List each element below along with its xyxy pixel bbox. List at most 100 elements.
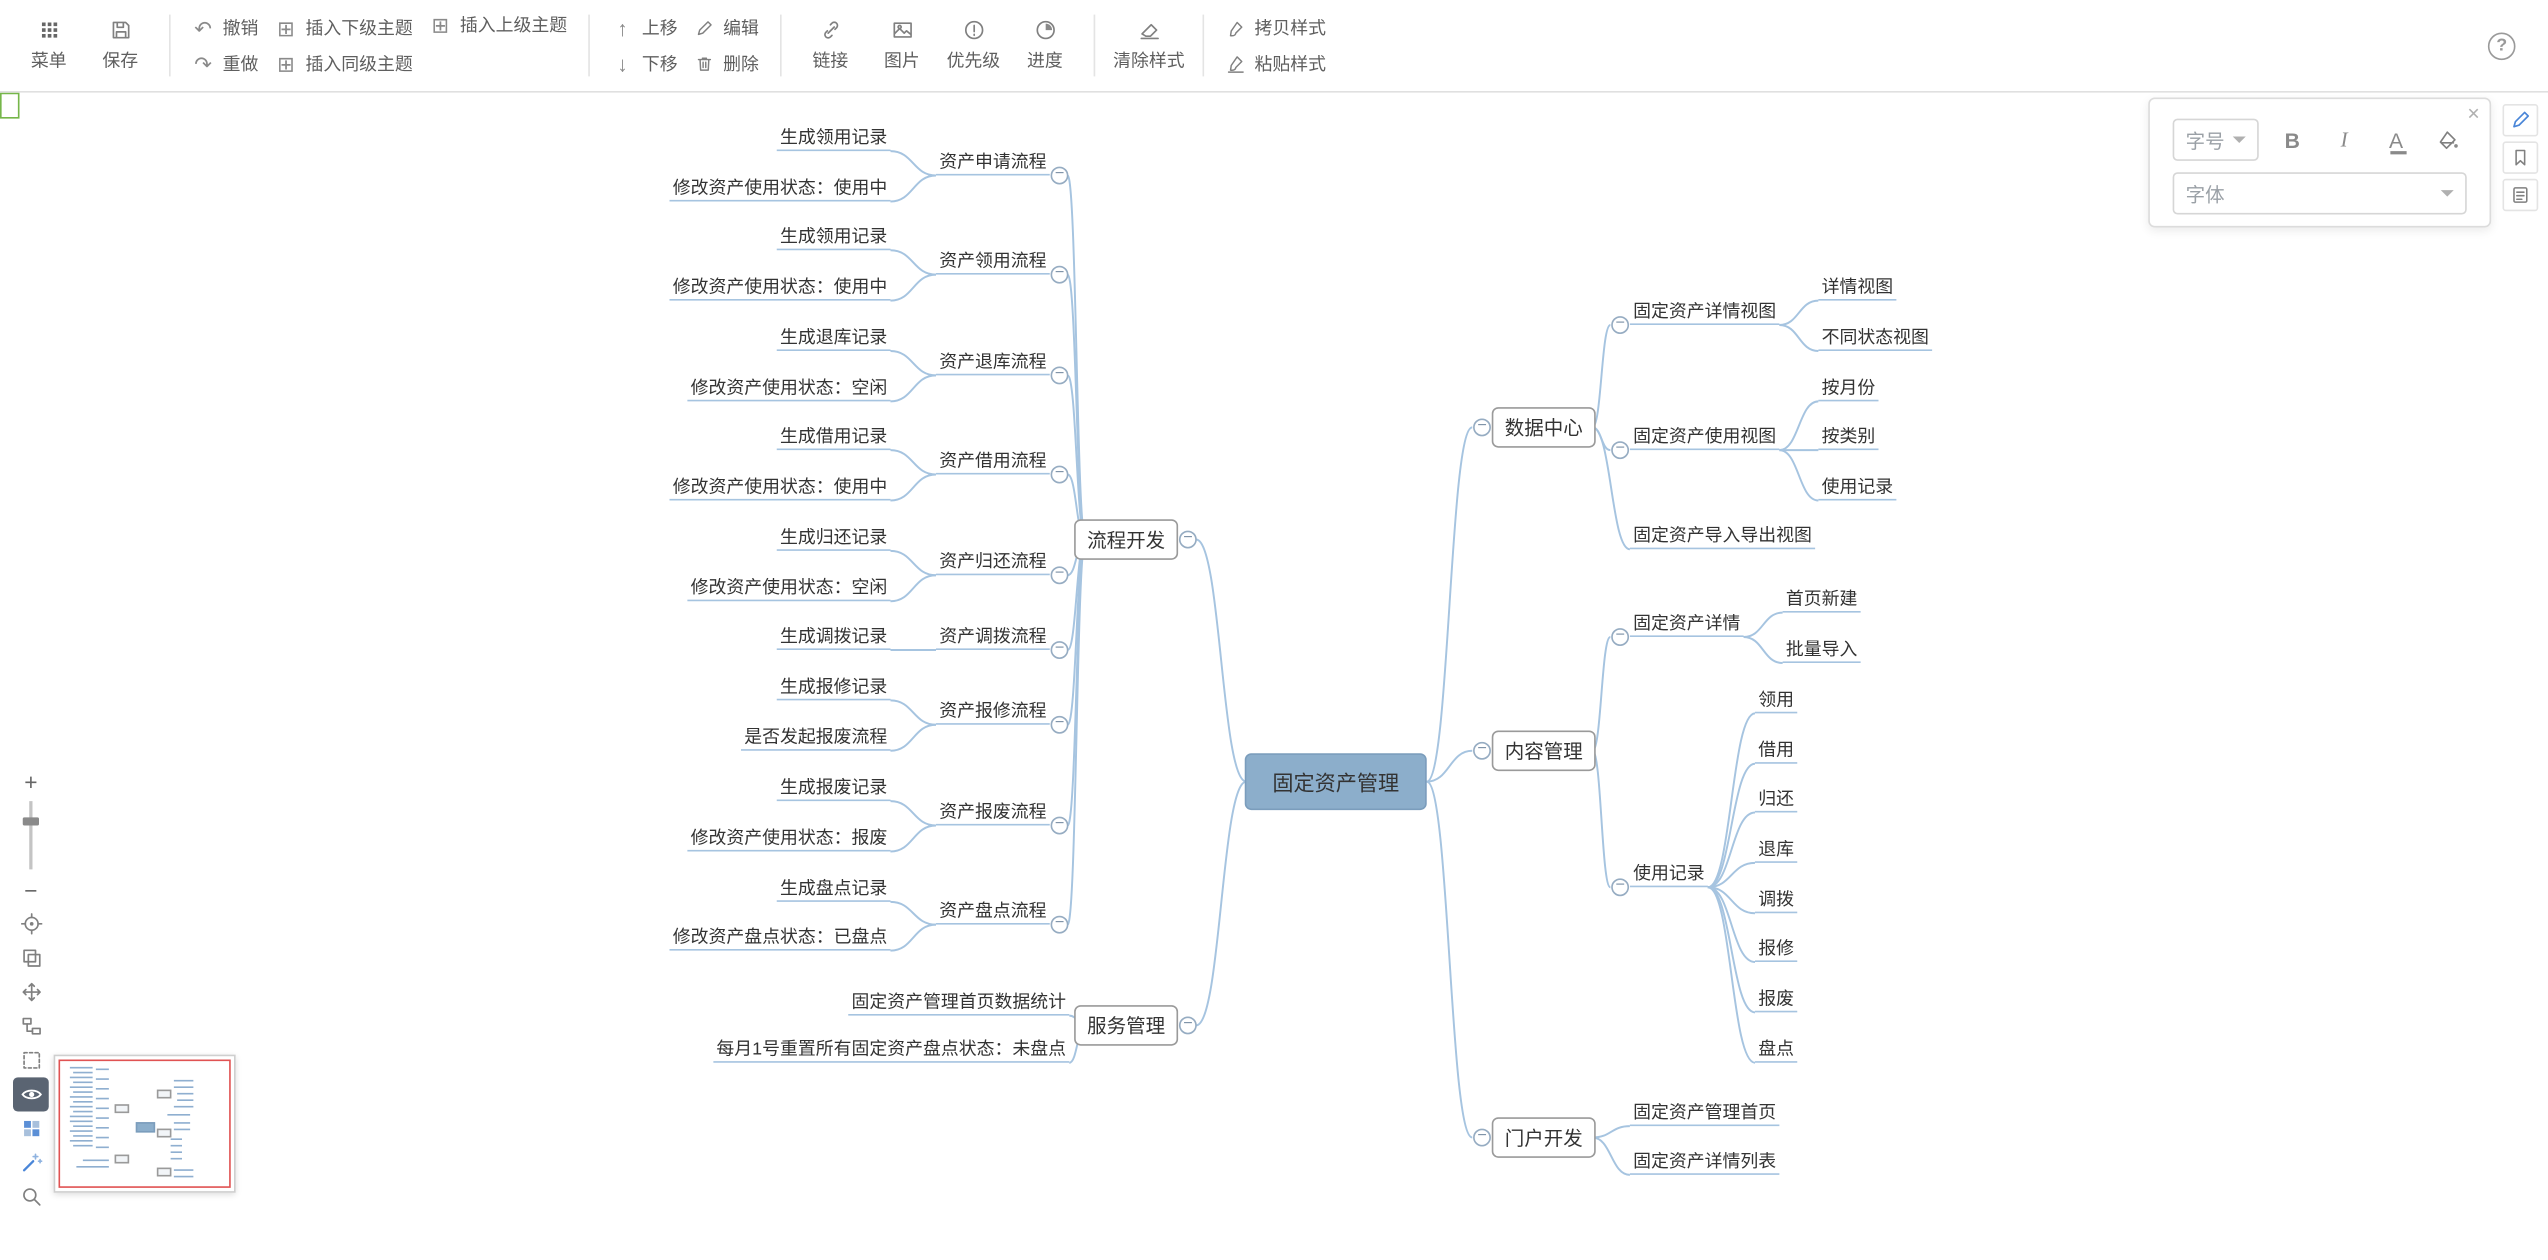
mindmap-topic[interactable]: 首页新建	[1782, 588, 1861, 613]
mindmap-topic[interactable]: 固定资产导入导出视图	[1629, 525, 1816, 550]
copy-style-button[interactable]: 拷贝样式	[1225, 13, 1326, 42]
zoom-slider[interactable]	[13, 798, 49, 873]
mindmap-topic[interactable]: 生成领用记录	[776, 127, 891, 152]
delete-button[interactable]: 删除	[694, 49, 759, 78]
mindmap-topic[interactable]: 使用记录	[1818, 476, 1897, 501]
mindmap-topic[interactable]: 固定资产详情视图	[1629, 301, 1780, 325]
font-family-select[interactable]: 字体	[2172, 172, 2467, 215]
insert-parent-button[interactable]: ⊞ 插入上级主题	[429, 10, 568, 39]
mindmap-topic[interactable]: 资产调拨流程	[936, 626, 1050, 650]
collapse-expander-icon[interactable]: −	[1050, 915, 1069, 934]
insert-child-button[interactable]: ⊞ 插入下级主题	[275, 13, 413, 42]
mindmap-topic[interactable]: 资产退库流程	[936, 351, 1050, 376]
mindmap-topic[interactable]: 修改资产使用状态：空闲	[687, 377, 891, 402]
font-color-button[interactable]: A	[2377, 120, 2414, 159]
redo-button[interactable]: ↷ 重做	[192, 49, 258, 78]
notes-button[interactable]	[2502, 178, 2539, 212]
help-button[interactable]: ?	[2487, 31, 2516, 60]
mindmap-topic[interactable]: 固定资产管理首页数据统计	[848, 991, 1070, 1016]
collapse-expander-icon[interactable]: −	[1178, 530, 1197, 549]
mindmap-branch-topic[interactable]: 门户开发	[1491, 1117, 1596, 1158]
collapse-expander-icon[interactable]: −	[1050, 816, 1069, 835]
mindmap-topic[interactable]: 资产归还流程	[936, 551, 1050, 576]
mindmap-topic[interactable]: 使用记录	[1629, 863, 1708, 888]
image-button[interactable]: 图片	[866, 3, 938, 88]
collapse-expander-icon[interactable]: −	[1611, 315, 1630, 334]
magic-wand-button[interactable]	[13, 1146, 49, 1180]
zoom-in-button[interactable]: +	[13, 764, 49, 798]
save-button[interactable]: 保存	[85, 3, 157, 88]
font-size-select[interactable]: 字号	[2172, 118, 2259, 161]
mindmap-topic[interactable]: 修改资产盘点状态：已盘点	[669, 926, 891, 951]
collapse-expander-icon[interactable]: −	[1050, 465, 1069, 484]
theme-button[interactable]	[13, 1112, 49, 1146]
mindmap-topic[interactable]: 资产申请流程	[936, 151, 1050, 176]
mindmap-topic[interactable]: 固定资产管理首页	[1629, 1102, 1780, 1127]
mindmap-topic[interactable]: 归还	[1755, 788, 1798, 813]
collapse-expander-icon[interactable]: −	[1473, 418, 1491, 437]
mindmap-topic[interactable]: 固定资产详情列表	[1629, 1151, 1780, 1175]
collapse-expander-icon[interactable]: −	[1611, 627, 1630, 646]
mindmap-topic[interactable]: 报修	[1755, 938, 1798, 962]
mindmap-topic[interactable]: 资产盘点流程	[936, 900, 1050, 925]
collapse-expander-icon[interactable]: −	[1050, 715, 1069, 734]
mindmap-topic[interactable]: 资产报修流程	[936, 700, 1050, 725]
mindmap-topic[interactable]: 生成退库记录	[776, 327, 891, 351]
annotate-pen-button[interactable]	[2502, 104, 2539, 137]
collapse-expander-icon[interactable]: −	[1473, 741, 1491, 760]
drag-mode-button[interactable]	[13, 975, 49, 1009]
move-down-button[interactable]: ↓ 下移	[611, 49, 678, 78]
progress-button[interactable]: 进度	[1009, 3, 1081, 88]
mindmap-topic[interactable]: 领用	[1755, 689, 1798, 714]
mindmap-topic[interactable]: 退库	[1755, 839, 1798, 863]
mindmap-topic[interactable]: 生成盘点记录	[776, 878, 891, 902]
italic-button[interactable]: I	[2326, 120, 2363, 159]
locate-center-button[interactable]	[13, 907, 49, 941]
search-button[interactable]	[13, 1180, 49, 1214]
mindmap-topic[interactable]: 借用	[1755, 739, 1798, 764]
collapse-expander-icon[interactable]: −	[1050, 566, 1069, 585]
mindmap-topic[interactable]: 修改资产使用状态：空闲	[687, 577, 891, 602]
collapse-expander-icon[interactable]: −	[1178, 1016, 1197, 1035]
mindmap-topic[interactable]: 每月1号重置所有固定资产盘点状态：未盘点	[713, 1038, 1070, 1063]
close-icon[interactable]: ×	[2467, 100, 2480, 126]
collapsed-panel-handle[interactable]	[0, 92, 20, 119]
mindmap-topic[interactable]: 盘点	[1755, 1038, 1798, 1063]
layout-structure-button[interactable]	[13, 1009, 49, 1043]
mindmap-topic[interactable]: 是否发起报废流程	[741, 726, 891, 751]
minimap-viewport[interactable]	[58, 1059, 231, 1188]
mindmap-root-topic[interactable]: 固定资产管理	[1244, 753, 1427, 811]
fill-color-button[interactable]	[2429, 120, 2466, 159]
mindmap-topic[interactable]: 修改资产使用状态：使用中	[669, 476, 891, 501]
mindmap-branch-topic[interactable]: 流程开发	[1074, 519, 1179, 560]
mindmap-topic[interactable]: 生成借用记录	[776, 426, 891, 451]
collapse-expander-icon[interactable]: −	[1050, 166, 1069, 185]
collapse-expander-icon[interactable]: −	[1050, 640, 1069, 659]
minimap[interactable]	[53, 1054, 236, 1193]
mindmap-topic[interactable]: 调拨	[1755, 889, 1798, 914]
mindmap-topic[interactable]: 报废	[1755, 988, 1798, 1013]
mindmap-topic[interactable]: 修改资产使用状态：使用中	[669, 177, 891, 202]
mindmap-topic[interactable]: 固定资产使用视图	[1629, 426, 1780, 451]
mindmap-topic[interactable]: 按类别	[1818, 426, 1879, 451]
mindmap-topic[interactable]: 生成归还记录	[776, 527, 891, 551]
overview-toggle-button[interactable]	[13, 1077, 49, 1112]
undo-button[interactable]: ↶ 撤销	[192, 13, 258, 42]
select-mode-button[interactable]	[13, 1043, 49, 1077]
zoom-out-button[interactable]: −	[13, 873, 49, 907]
mindmap-topic[interactable]: 固定资产详情	[1629, 613, 1744, 637]
mindmap-topic[interactable]: 资产报废流程	[936, 801, 1050, 826]
mindmap-topic[interactable]: 资产领用流程	[936, 250, 1050, 275]
mindmap-branch-topic[interactable]: 服务管理	[1074, 1005, 1179, 1046]
collapse-expander-icon[interactable]: −	[1050, 265, 1069, 284]
collapse-expander-icon[interactable]: −	[1611, 440, 1630, 460]
mindmap-topic[interactable]: 资产借用流程	[936, 450, 1050, 475]
edit-button[interactable]: 编辑	[694, 13, 759, 42]
insert-sibling-button[interactable]: ⊞ 插入同级主题	[275, 49, 413, 78]
link-button[interactable]: 链接	[795, 3, 867, 88]
move-up-button[interactable]: ↑ 上移	[611, 13, 678, 42]
collapse-expander-icon[interactable]: −	[1050, 366, 1069, 385]
menu-button[interactable]: 菜单	[13, 3, 85, 88]
zoom-slider-handle[interactable]	[22, 817, 39, 826]
